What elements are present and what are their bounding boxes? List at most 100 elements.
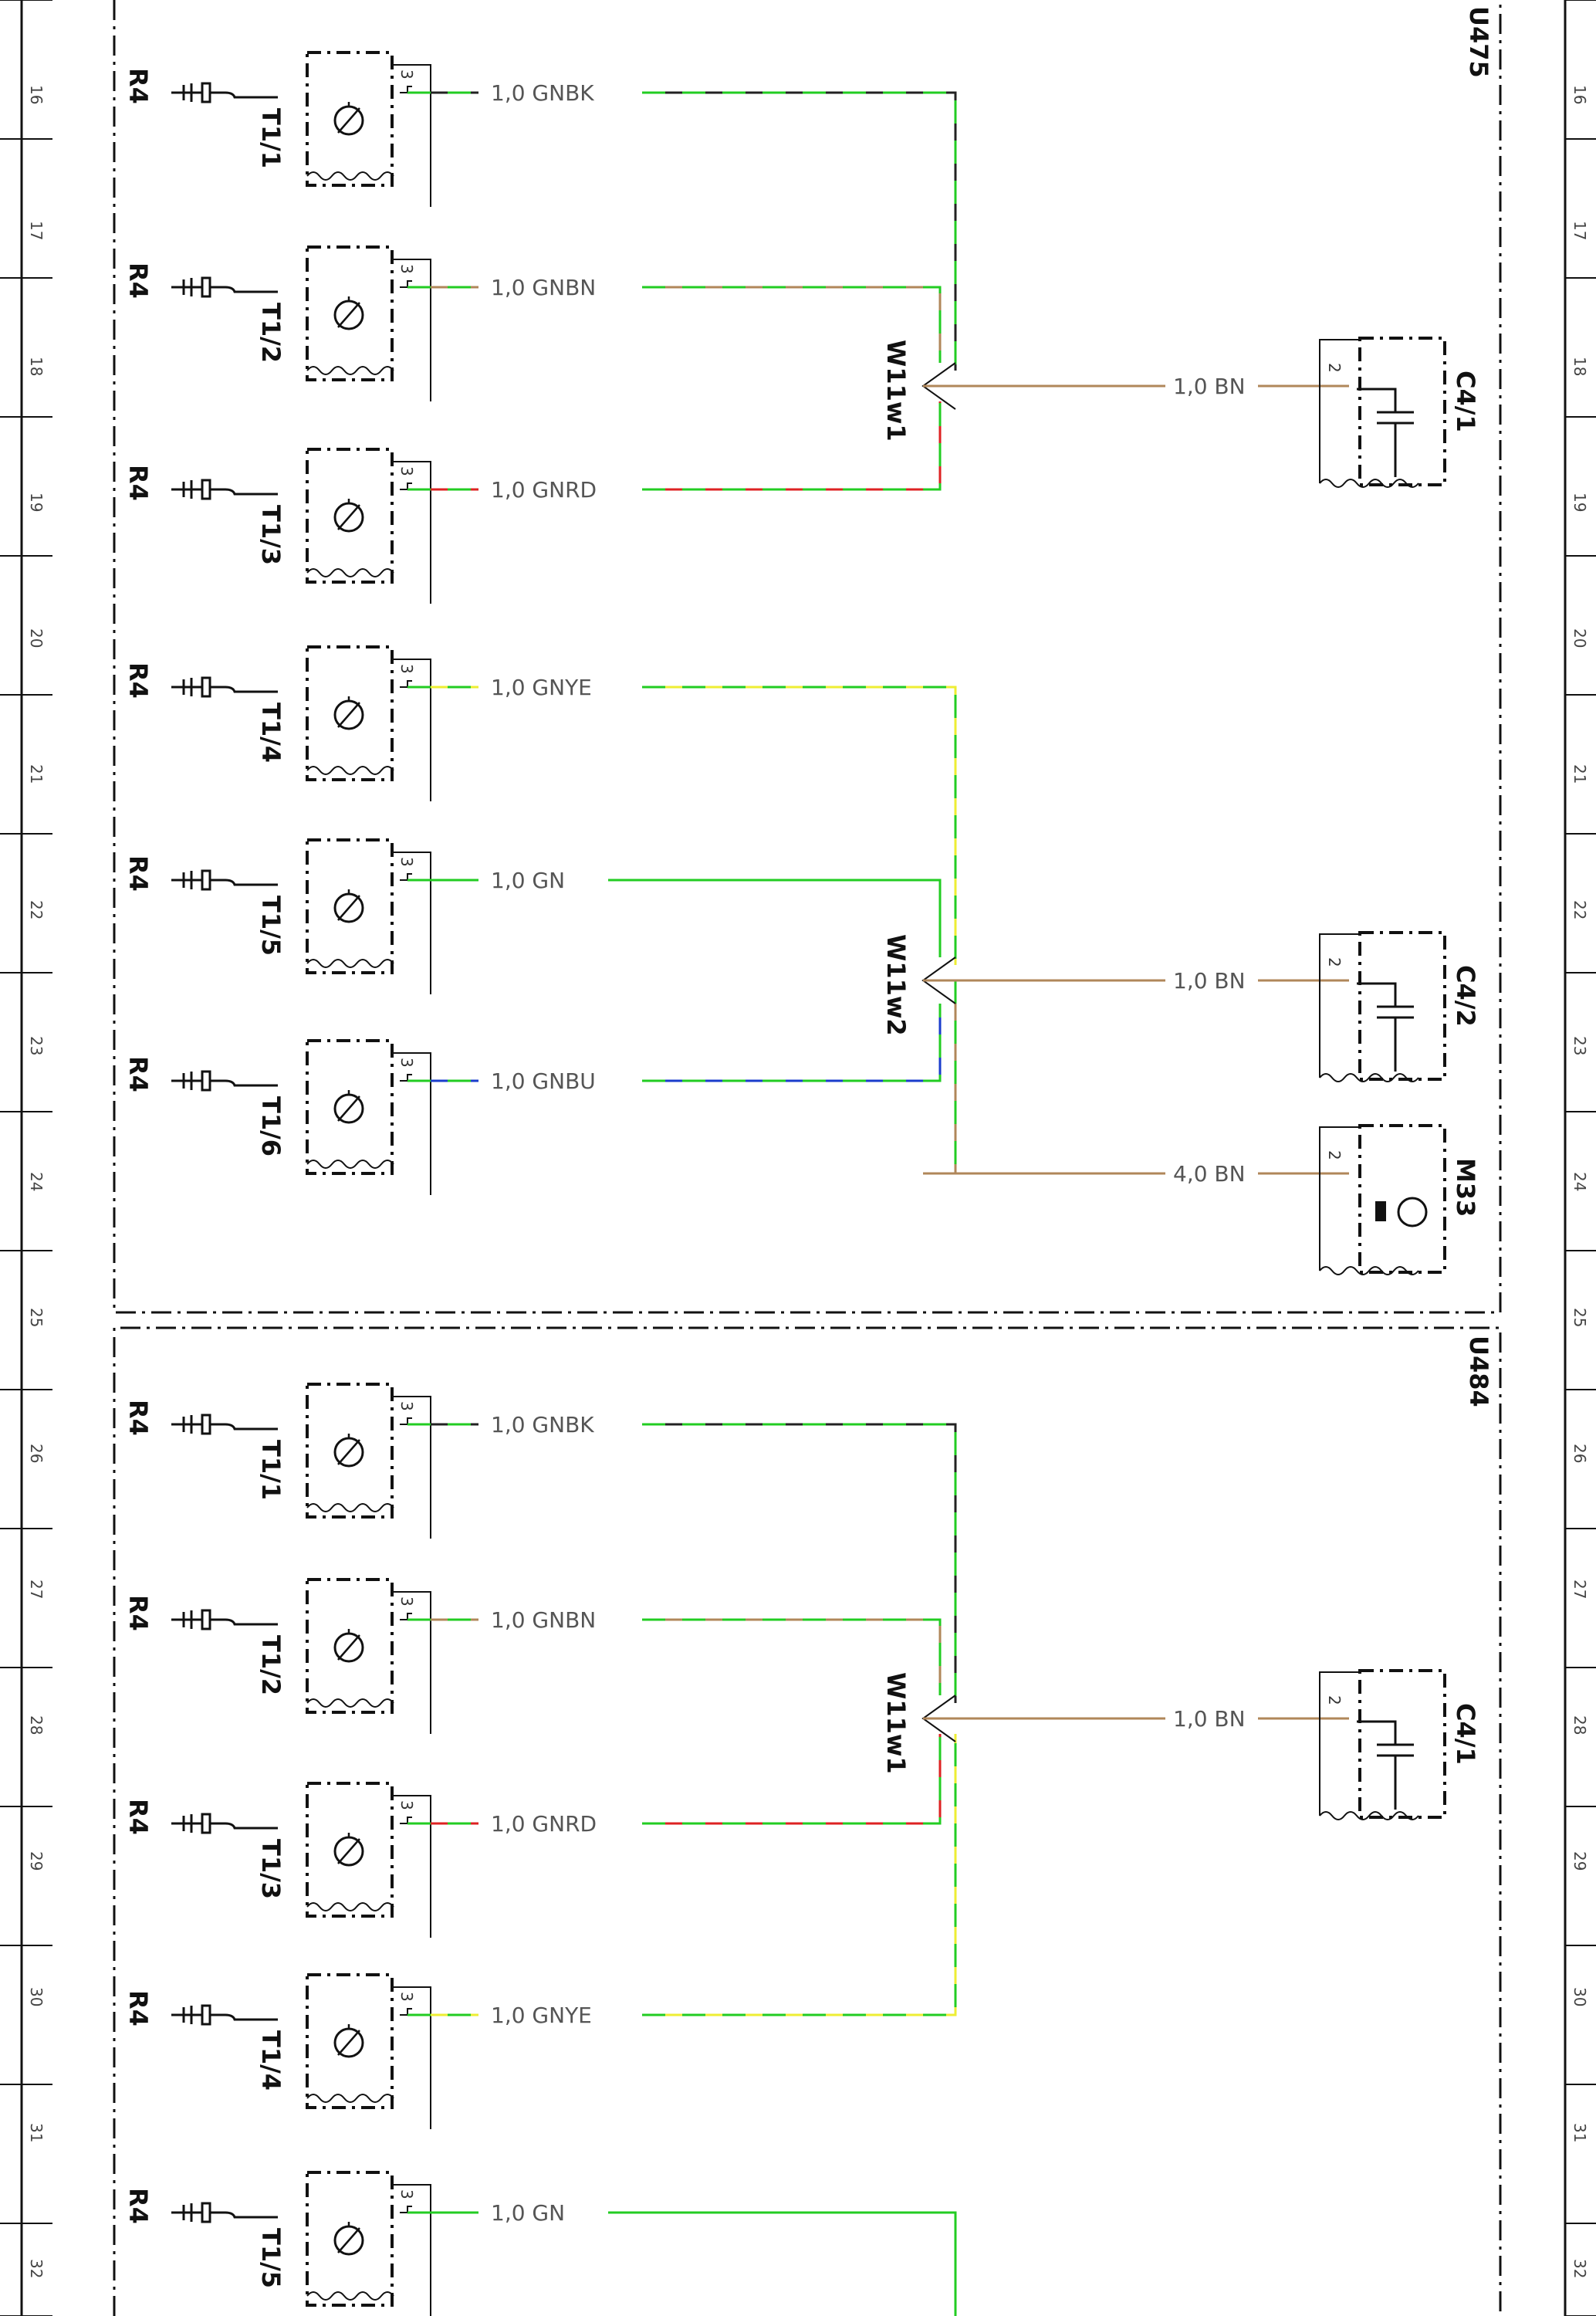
ground-wave (306, 2291, 394, 2301)
ground-wave (306, 1503, 394, 1512)
pin-terminal (400, 1613, 412, 1620)
ground-wave (306, 766, 394, 775)
splice-label: W11w1 (881, 1672, 911, 1774)
row-number: 18 (1571, 357, 1589, 376)
wire-stripe (642, 1618, 942, 1695)
sensor-ref: T1/5 (256, 2228, 286, 2288)
frame-u484 (113, 1326, 1502, 2316)
load-wire-label: 4,0 BN (1173, 1161, 1246, 1187)
load-shield (1319, 1126, 1358, 1271)
pin-terminal (400, 482, 412, 490)
row-number: 19 (1571, 493, 1589, 512)
sensor-shield (392, 659, 431, 801)
sensor-box (306, 2171, 394, 2307)
sensor-box (306, 645, 394, 781)
sensor-t1-5: R4 3T1/5 1,0 GN (123, 838, 565, 994)
pin-number: 2 (1325, 1695, 1344, 1705)
wire-stripe (642, 686, 957, 965)
wire-label: 1,0 GN (491, 868, 565, 893)
sensor-shield (392, 1986, 431, 2129)
sensor-shield (392, 1795, 431, 1938)
wire-label: 1,0 GNYE (491, 675, 592, 700)
connector-plug-icon (171, 1609, 278, 1630)
wire-label: 1,0 GNYE (491, 2003, 592, 2028)
sensor-ref: T1/2 (256, 303, 286, 363)
load-box (1358, 1669, 1446, 1819)
ground-wave (1319, 479, 1419, 488)
pin-number: 3 (397, 2189, 416, 2199)
transistor-arrow-icon (337, 2222, 360, 2253)
row-number: 20 (27, 628, 46, 648)
ground-wave (306, 1902, 394, 1911)
row-number: 16 (1571, 85, 1589, 104)
load-shield (1319, 339, 1358, 483)
sensor-ref: T1/3 (256, 505, 286, 565)
wire-base (642, 686, 957, 965)
ground-wave (1319, 1811, 1419, 1820)
wire-base (608, 2211, 957, 2316)
wire-label: 1,0 GNBU (491, 1068, 596, 1094)
connector-plug-icon (171, 1070, 278, 1092)
pin-terminal (400, 1417, 412, 1425)
splice-label: W11w1 (881, 340, 911, 442)
sensor-ref: T1/1 (256, 108, 286, 168)
connector-plug-icon (171, 676, 278, 698)
row-number: 23 (27, 1036, 46, 1055)
connector-plug-icon (171, 2004, 278, 2026)
frame-u475 (113, 0, 1502, 1314)
wire-base (642, 1423, 957, 1703)
row-number: 25 (27, 1308, 46, 1327)
row-number: 31 (1571, 2123, 1589, 2142)
row-number: 32 (1571, 2259, 1589, 2278)
wire-label: 1,0 GNBN (491, 1607, 596, 1633)
load-ref: C4/1 (1451, 1703, 1480, 1765)
sensor-shield (392, 1396, 431, 1539)
ground-wave (1319, 1073, 1419, 1082)
row-number: 17 (27, 221, 46, 240)
connector-label: R4 (123, 1595, 153, 1631)
wire-t12 (642, 286, 942, 363)
pin-number: 3 (397, 857, 416, 867)
sensor-box (306, 245, 394, 381)
row-number: 17 (1571, 221, 1589, 240)
load-ref: C4/1 (1451, 371, 1480, 432)
pin-terminal (400, 1074, 412, 1082)
capacitor-icon (1357, 388, 1414, 477)
ground-wave (306, 1160, 394, 1169)
load-box (1358, 1124, 1446, 1274)
row-number: 26 (27, 1444, 46, 1463)
pin-terminal (400, 873, 412, 881)
sensor-box (306, 1039, 394, 1175)
row-number: 25 (1571, 1308, 1589, 1327)
pin-number: 3 (397, 466, 416, 476)
connector-label: R4 (123, 855, 153, 892)
wire-t14 (642, 686, 957, 965)
pin-number: 2 (1325, 1150, 1344, 1160)
row-number: 16 (27, 85, 46, 104)
connector-plug-icon (171, 869, 278, 891)
row-number: 22 (1571, 900, 1589, 919)
splice-label: W11w2 (881, 934, 911, 1036)
row-number: 26 (1571, 1444, 1589, 1463)
sensor-ref: T1/5 (256, 896, 286, 956)
pin-terminal (400, 2008, 412, 2016)
sensor-box (306, 1383, 394, 1519)
connector-plug-icon (171, 276, 278, 298)
sensor-shield (392, 1052, 431, 1195)
sensor-ref: T1/3 (256, 1839, 286, 1899)
pin-number: 2 (1325, 363, 1344, 373)
capacitor-icon (1357, 982, 1414, 1072)
wire-t15 (608, 879, 942, 957)
row-number: 27 (27, 1580, 46, 1599)
wire-t11 (642, 91, 957, 371)
transistor-arrow-icon (337, 102, 360, 134)
load-shield (1319, 1671, 1358, 1816)
wire-stripe (642, 1734, 957, 2016)
